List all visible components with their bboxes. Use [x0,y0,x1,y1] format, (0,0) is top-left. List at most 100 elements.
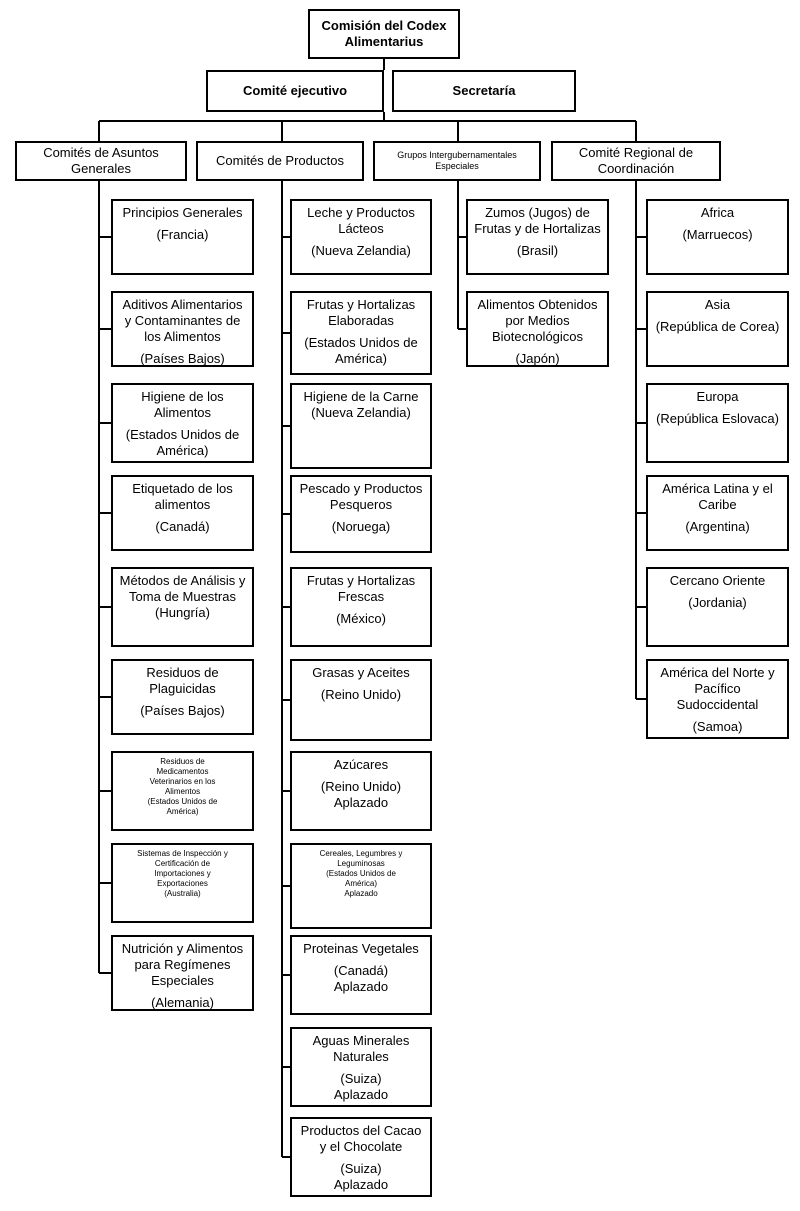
box-label-line: Alimentos Obtenidos [477,297,598,312]
box-label-line: Residuos de [160,757,205,766]
box-label-line: Caribe [698,497,737,512]
box-label-line: Higiene de la Carne [303,389,419,404]
box-label-line: América) [344,879,377,888]
box-label-line: Zumos (Jugos) de [485,205,590,220]
box-label-line: Pacífico [694,681,741,696]
box-label-line: Plaguicidas [149,681,216,696]
box-label-line: por Medios [505,313,570,328]
box-label-line: para Regímenes [134,957,231,972]
box-label-line: Alimentos [153,405,212,420]
box-label-line: Grasas y Aceites [312,665,410,680]
box-label-line: América Latina y el [662,481,773,496]
box-label-line: Comité Regional de [578,145,694,160]
box-label-line: Nutrición y Alimentos [121,941,244,956]
box-label-line: América del Norte y [660,665,775,680]
box-country-line: (Países Bajos) [140,703,225,718]
committee-box: Higiene de la Carne(Nueva Zelandia) [290,383,432,469]
committee-box: Europa (República Eslovaca) [646,383,789,463]
box-label-line: Coordinación [597,161,675,176]
box-country-line: (Canadá) [333,963,389,978]
box-country-line: (Noruega) [331,519,391,534]
box-label-line: Lácteos [338,221,384,236]
box-label-line: Aplazado [344,889,378,898]
box-label-line: Cercano Oriente [669,573,766,588]
box-country-line: (República de Corea) [655,319,780,334]
box-label-line: Sudoccidental [676,697,759,712]
box-country-line: (Brasil) [516,243,559,258]
column-header-1: Comités de Productos [196,141,364,181]
box-country-line: (Suiza) [340,1161,382,1176]
box-label-line: Azúcares [333,757,389,772]
box-label-line: (Hungría) [155,605,210,620]
box-country-line: (Países Bajos) [140,351,225,366]
box-country-line: (República Eslovaca) [656,411,779,426]
box-country-line: (Estados Unidos de [125,427,240,442]
committee-box: Africa (Marruecos) [646,199,789,275]
box-label-line: Residuos de [146,665,219,680]
box-label-line: (Nueva Zelandia) [311,405,411,420]
box-label-line: Veterinarios en los [149,777,216,786]
box-label-line: Comités de Productos [216,153,344,168]
box-country-line: (Reino Unido) [320,779,402,794]
box-country-line: (Alemania) [151,995,214,1010]
box-label-line: los Alimentos [144,329,221,344]
box-label-line: Grupos Intergubernamentales [397,150,517,160]
box-country-line: (Argentina) [685,519,750,534]
box-label-line: Africa [700,205,735,220]
executive-box: Comité ejecutivo [206,70,384,112]
committee-box: Asia (República de Corea) [646,291,789,367]
box-label-line: Generales [71,161,131,176]
box-label-line: Métodos de Análisis y [119,573,246,588]
box-label-line: Etiquetado de los [132,481,233,496]
box-country-line: América) [156,443,209,458]
box-country-line: (Jordania) [688,595,747,610]
box-label-line: Asia [704,297,731,312]
box-country-line: (Marruecos) [682,227,753,242]
box-label-line: (Australia) [164,889,201,898]
box-label-line: Exportaciones [157,879,208,888]
box-country-line: Aplazado [333,795,389,810]
box-label-line: América) [166,807,199,816]
box-label-line: Comisión del Codex [321,18,447,33]
box-label-line: Proteinas Vegetales [303,941,419,956]
box-label-line: Frescas [337,589,385,604]
box-label-line: y el Chocolate [319,1139,403,1154]
box-label-line: Comités de Asuntos [43,145,159,160]
box-label-line: Frutas y Hortalizas [306,573,416,588]
box-label-line: Europa [696,389,739,404]
box-country-line: (México) [336,611,386,626]
box-country-line: (Japón) [515,351,560,366]
box-label-line: Comité ejecutivo [242,83,348,98]
box-label-line: Medicamentos [156,767,209,776]
box-label-line: Cereales, Legumbres y [319,849,403,858]
box-country-line: (Reino Unido) [320,687,402,702]
box-country-line: (Canadá) [155,519,210,534]
box-country-line: Aplazado [333,1087,389,1102]
box-label-line: Toma de Muestras [129,589,236,604]
box-label-line: Frutas y de Hortalizas [474,221,601,236]
box-label-line: Biotecnológicos [491,329,584,344]
box-label-line: Principios Generales [122,205,243,220]
box-label-line: Especiales [151,973,214,988]
box-label-line: (Estados Unidos de [147,797,218,806]
box-country-line: (Nueva Zelandia) [311,243,411,258]
committee-box: Principios Generales(Francia) [111,199,254,275]
box-label-line: Frutas y Hortalizas [306,297,416,312]
committee-box: Azúcares (Reino Unido)Aplazado [290,751,432,831]
box-country-line: América) [334,351,387,366]
